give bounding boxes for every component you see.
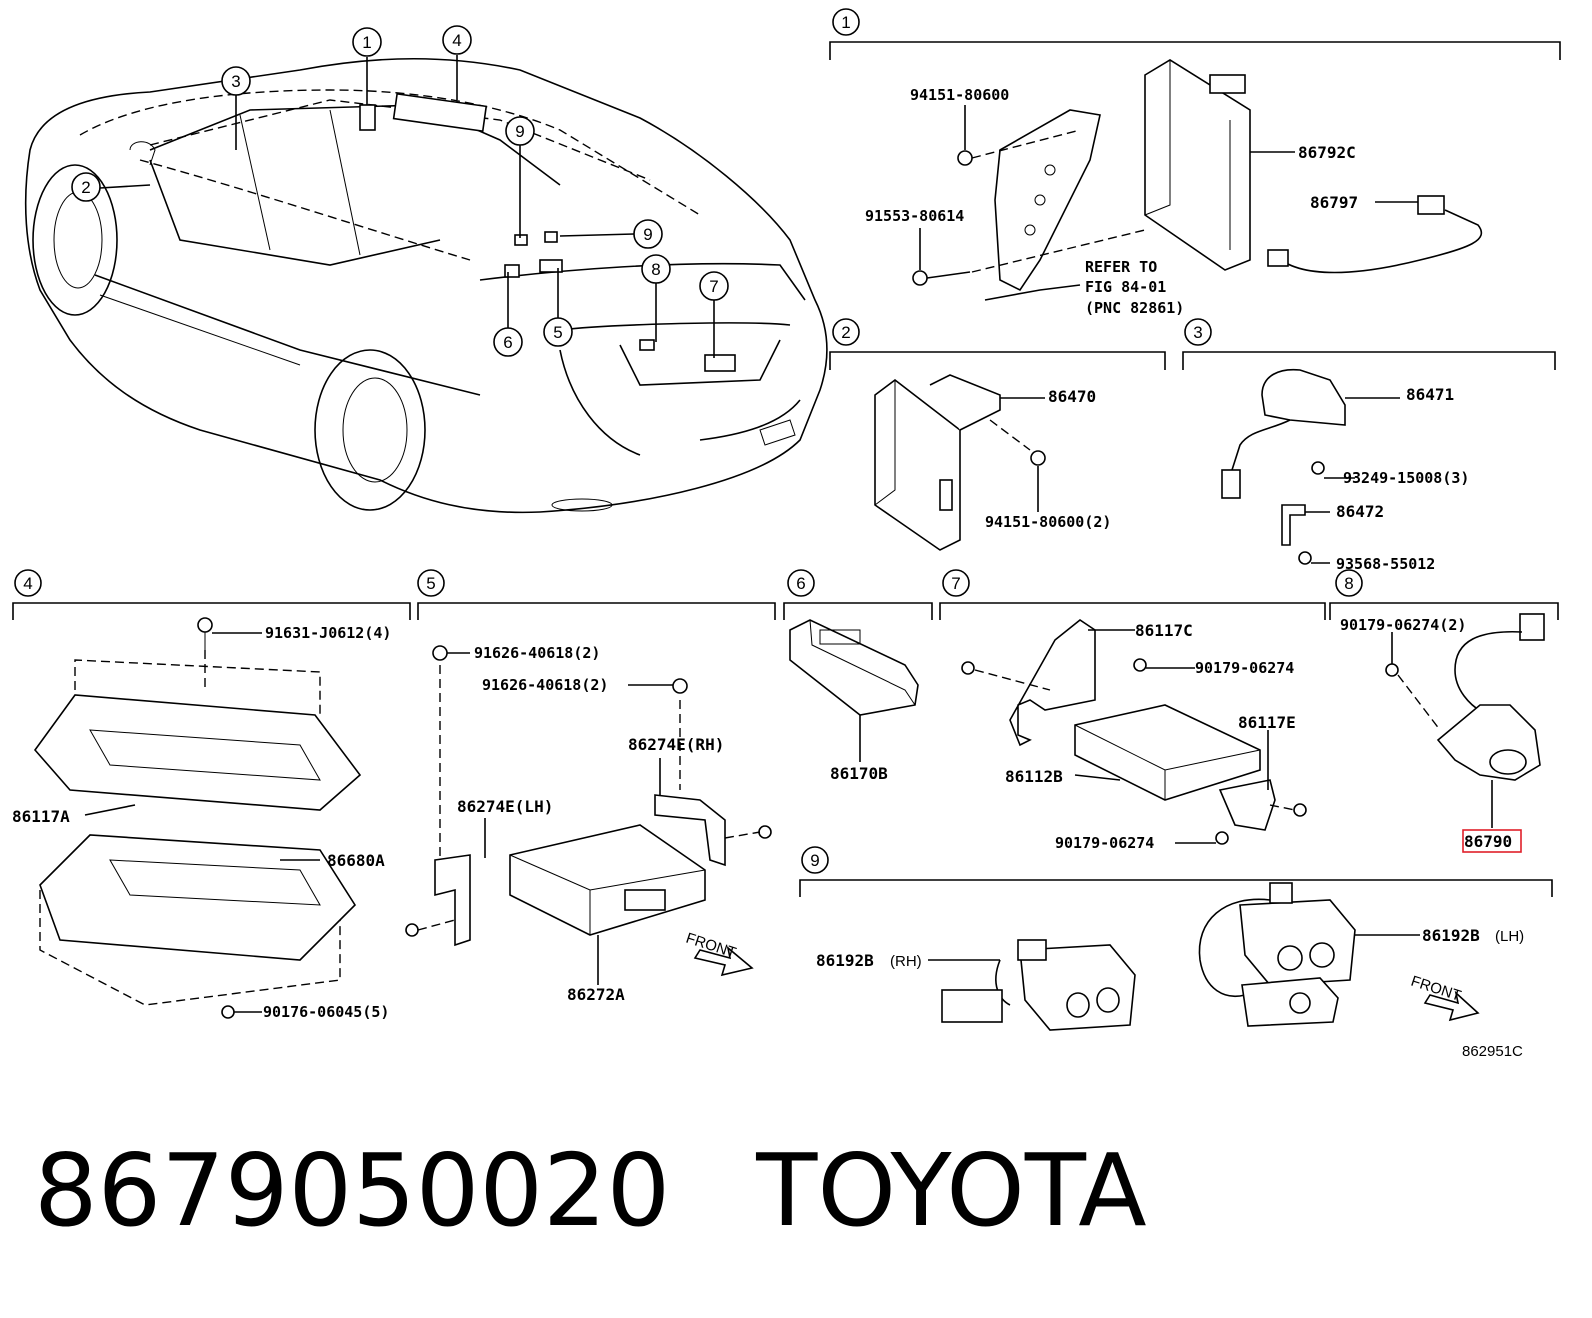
part-86792C: 86792C xyxy=(1298,143,1356,162)
section-2: 2 86470 94151-80600(2) xyxy=(829,318,1166,551)
callout-2: 2 xyxy=(71,172,101,202)
section-5: 5 FRONT 91626-40618(2) 91626-40618(2) 86… xyxy=(405,569,776,1004)
refer-to-text: REFER TO xyxy=(1085,258,1157,276)
section-8: 8 90179-06274(2) 86790 xyxy=(1329,569,1559,853)
svg-text:3: 3 xyxy=(1193,323,1202,342)
callout-9b: 9 xyxy=(633,219,663,249)
part-90179-06274-2: 90179-06274(2) xyxy=(1340,616,1466,634)
callout-1: 1 xyxy=(352,27,382,57)
side-LH: (LH) xyxy=(1495,928,1524,945)
side-RH: (RH) xyxy=(890,953,922,970)
part-number-heading: 8679050020 xyxy=(34,1132,671,1249)
footer: 8679050020 TOYOTA xyxy=(34,1132,1147,1249)
section-3: 3 86471 93249-15008(3) 86472 93568-55012 xyxy=(1182,318,1556,573)
part-86117E: 86117E xyxy=(1238,713,1296,732)
svg-text:4: 4 xyxy=(23,574,32,593)
svg-text:8: 8 xyxy=(651,260,660,279)
section-1: 1 94151-80600 86792C 91553-80614 86797 R… xyxy=(829,8,1561,317)
svg-text:6: 6 xyxy=(796,574,805,593)
fig-ref-text: FIG 84-01 xyxy=(1085,278,1166,296)
part-86471: 86471 xyxy=(1406,385,1454,404)
callout-3: 3 xyxy=(221,66,251,96)
svg-text:4: 4 xyxy=(452,31,461,50)
brand-heading: TOYOTA xyxy=(756,1132,1147,1249)
svg-text:2: 2 xyxy=(841,323,850,342)
part-86170B: 86170B xyxy=(830,764,888,783)
part-91626-40618-2-a: 91626-40618(2) xyxy=(474,644,600,662)
part-90179-06274-a: 90179-06274 xyxy=(1195,659,1294,677)
part-93568-55012: 93568-55012 xyxy=(1336,555,1435,573)
callout-9a: 9 xyxy=(505,116,535,146)
part-86112B: 86112B xyxy=(1005,767,1063,786)
front-arrow-icon-9 xyxy=(1423,990,1480,1022)
part-91631-J0612-4: 91631-J0612(4) xyxy=(265,624,391,642)
part-86680A: 86680A xyxy=(327,851,385,870)
section-6: 6 86170B xyxy=(783,569,933,783)
section-1-number: 1 xyxy=(841,13,850,32)
part-93249-15008-3: 93249-15008(3) xyxy=(1343,469,1469,487)
part-86797: 86797 xyxy=(1310,193,1358,212)
part-86790: 86790 xyxy=(1464,832,1512,851)
svg-text:7: 7 xyxy=(951,574,960,593)
section-4: 4 91631-J0612(4) 86117A 86680A 90176-060… xyxy=(12,569,411,1021)
part-91626-40618-2-b: 91626-40618(2) xyxy=(482,676,608,694)
diagram-code: 862951C xyxy=(1462,1043,1523,1060)
part-86192B-LH: 86192B xyxy=(1422,926,1480,945)
svg-text:1: 1 xyxy=(362,33,371,52)
part-90176-06045-5: 90176-06045(5) xyxy=(263,1003,389,1021)
part-86117A: 86117A xyxy=(12,807,70,826)
part-91553-80614: 91553-80614 xyxy=(865,207,964,225)
car-overview-drawing xyxy=(24,55,828,514)
callout-4: 4 xyxy=(442,25,472,55)
part-94151-80600-2: 94151-80600(2) xyxy=(985,513,1111,531)
callout-7: 7 xyxy=(699,271,729,301)
part-86192B-RH: 86192B xyxy=(816,951,874,970)
section-7: 7 86117C 90179-06274 86117E 86112B 90179… xyxy=(939,569,1326,852)
part-86117C: 86117C xyxy=(1135,621,1193,640)
section-9: 9 FRONT 86192B (RH) 86192B (LH) xyxy=(799,846,1553,1031)
svg-text:8: 8 xyxy=(1344,574,1353,593)
svg-text:6: 6 xyxy=(503,333,512,352)
callout-5: 5 xyxy=(543,317,573,347)
svg-text:2: 2 xyxy=(81,178,90,197)
part-86274E-LH: 86274E(LH) xyxy=(457,797,553,816)
highlight-box xyxy=(1462,829,1522,853)
part-86470: 86470 xyxy=(1048,387,1096,406)
part-86274E-RH: 86274E(RH) xyxy=(628,735,724,754)
part-86272A: 86272A xyxy=(567,985,625,1004)
callout-8: 8 xyxy=(641,254,671,284)
callout-6: 6 xyxy=(493,327,523,357)
part-90179-06274-b: 90179-06274 xyxy=(1055,834,1154,852)
pnc-ref-text: (PNC 82861) xyxy=(1085,299,1184,317)
svg-text:7: 7 xyxy=(709,277,718,296)
svg-text:5: 5 xyxy=(553,323,562,342)
front-arrow-icon xyxy=(693,945,754,977)
part-86472: 86472 xyxy=(1336,502,1384,521)
svg-text:9: 9 xyxy=(643,225,652,244)
car-callouts: 1 4 3 2 9 9 8 7 6 5 xyxy=(71,25,729,357)
svg-text:3: 3 xyxy=(231,72,240,91)
svg-text:5: 5 xyxy=(426,574,435,593)
svg-text:9: 9 xyxy=(515,122,524,141)
svg-text:9: 9 xyxy=(810,851,819,870)
part-94151-80600: 94151-80600 xyxy=(910,86,1009,104)
